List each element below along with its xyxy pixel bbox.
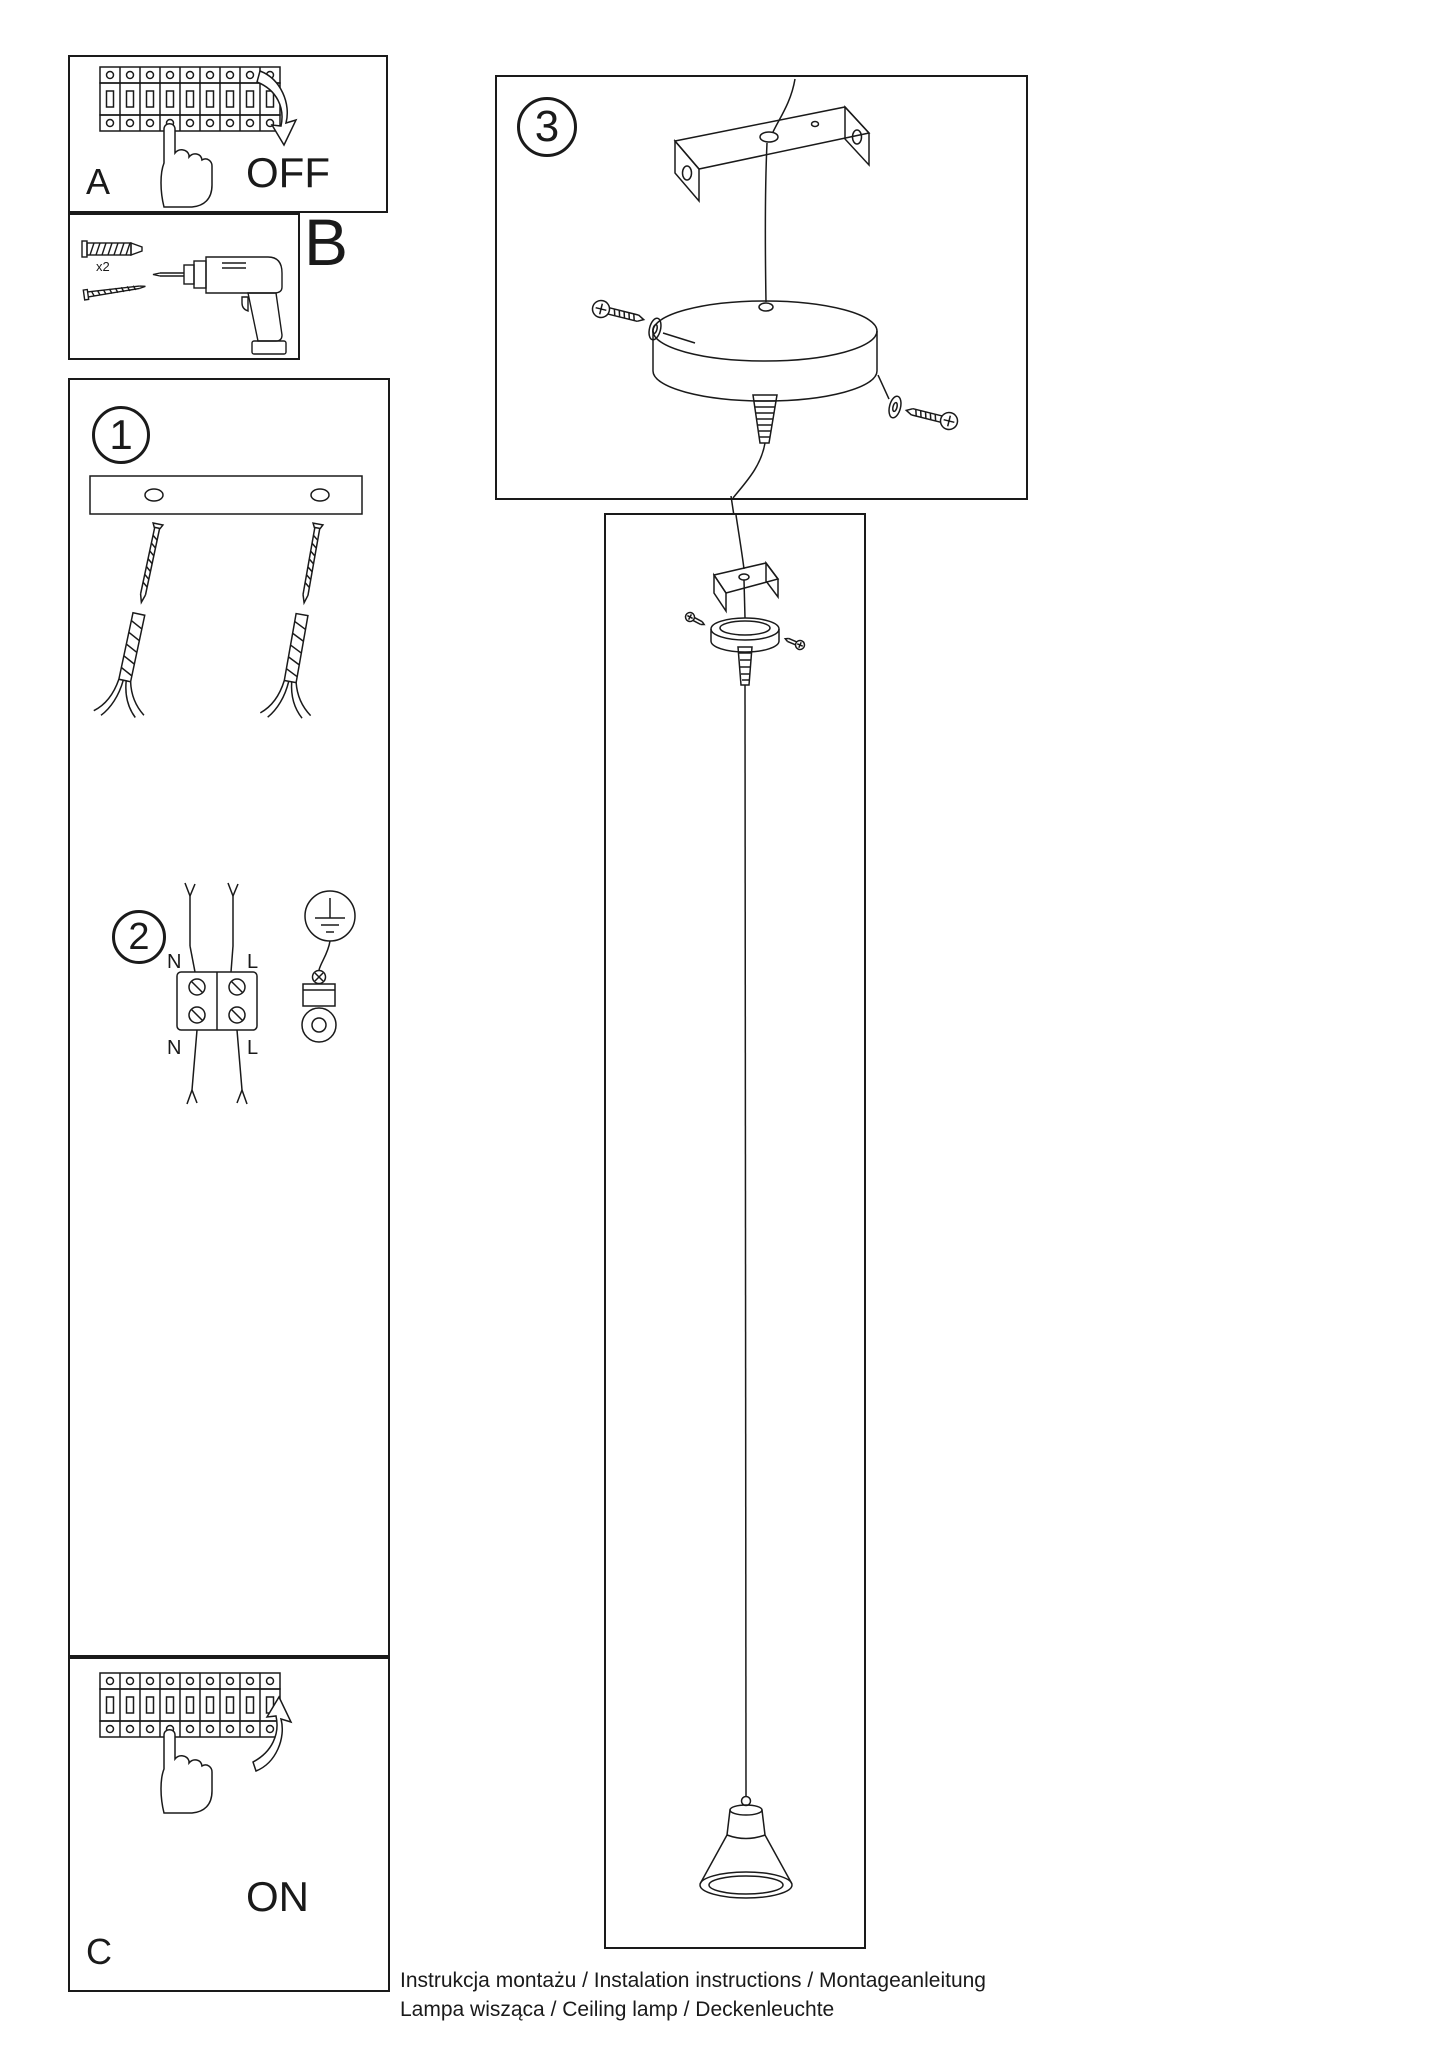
wire-label-l-bottom: L (247, 1037, 258, 1059)
cord-middle (764, 142, 768, 303)
wire-label-n-top: N (167, 951, 181, 973)
ceiling-bracket (673, 105, 871, 204)
step-1-number: 1 (92, 406, 150, 464)
wiring-illustration: N L N L (167, 882, 356, 1105)
step-1-digit: 1 (109, 411, 133, 458)
small-bracket (712, 560, 780, 614)
panel-b-label: B (304, 205, 349, 279)
terminal-block-wiring: N L N L (167, 882, 258, 1105)
flip-up-arrow-icon (252, 1695, 293, 1772)
wire-label-l-top: L (247, 951, 258, 973)
left-screw-and-washer (589, 297, 696, 344)
panel-a-label: A (86, 161, 111, 202)
quantity-label: x2 (96, 259, 110, 274)
panel-b-tools: x2 (68, 213, 300, 360)
cord-entry (735, 515, 745, 570)
earth-symbol-and-clamp (301, 890, 356, 1043)
suspension-cord (744, 684, 747, 1797)
cord-bottom (732, 442, 766, 498)
step-3-panel: 3 (495, 75, 1028, 500)
cord-bridge (730, 496, 735, 516)
canopy (652, 300, 878, 402)
strain-relief-cone (752, 394, 778, 444)
wall-plug-icon (81, 240, 143, 258)
tools-illustration: x2 (81, 240, 287, 355)
drill-icon (152, 256, 287, 355)
step-2-number: 2 (112, 910, 166, 964)
canopy-exploded-illustration (589, 78, 961, 498)
on-label: ON (246, 1873, 309, 1920)
cord-top (772, 78, 796, 133)
footer-captions: Instrukcja montażu / Instalation instruc… (400, 1966, 986, 2024)
circuit-breaker-on-illustration (99, 1672, 293, 1814)
lamp-shade (699, 1795, 793, 1899)
off-label: OFF (246, 149, 330, 196)
wire-label-n-bottom: N (167, 1037, 181, 1059)
mounting-bar-anchors-illustration (89, 475, 363, 726)
pendant-lamp-illustration (683, 515, 807, 1899)
panel-c-power-on: ON C (68, 1657, 390, 1992)
step-3-number: 3 (517, 97, 577, 157)
steps-1-2-panel: 1 2 N L (68, 378, 390, 1657)
flip-down-arrow-icon (256, 70, 298, 147)
right-screw-and-washer (877, 374, 961, 433)
circuit-breaker-off-illustration (99, 66, 298, 208)
footer-line-1: Instrukcja montażu / Instalation instruc… (400, 1969, 986, 1992)
footer-line-2: Lampa wisząca / Ceiling lamp / Deckenleu… (400, 1998, 835, 2021)
step-2-digit: 2 (128, 915, 150, 958)
screw-icon (82, 285, 146, 301)
cord-grip-cone (737, 646, 753, 686)
ceiling-cup-ring (683, 610, 807, 653)
step-3-digit: 3 (534, 102, 560, 151)
panel-a-power-off: OFF A (68, 55, 388, 213)
panel-c-label: C (86, 1931, 112, 1972)
pendant-lamp-panel (604, 513, 866, 1949)
